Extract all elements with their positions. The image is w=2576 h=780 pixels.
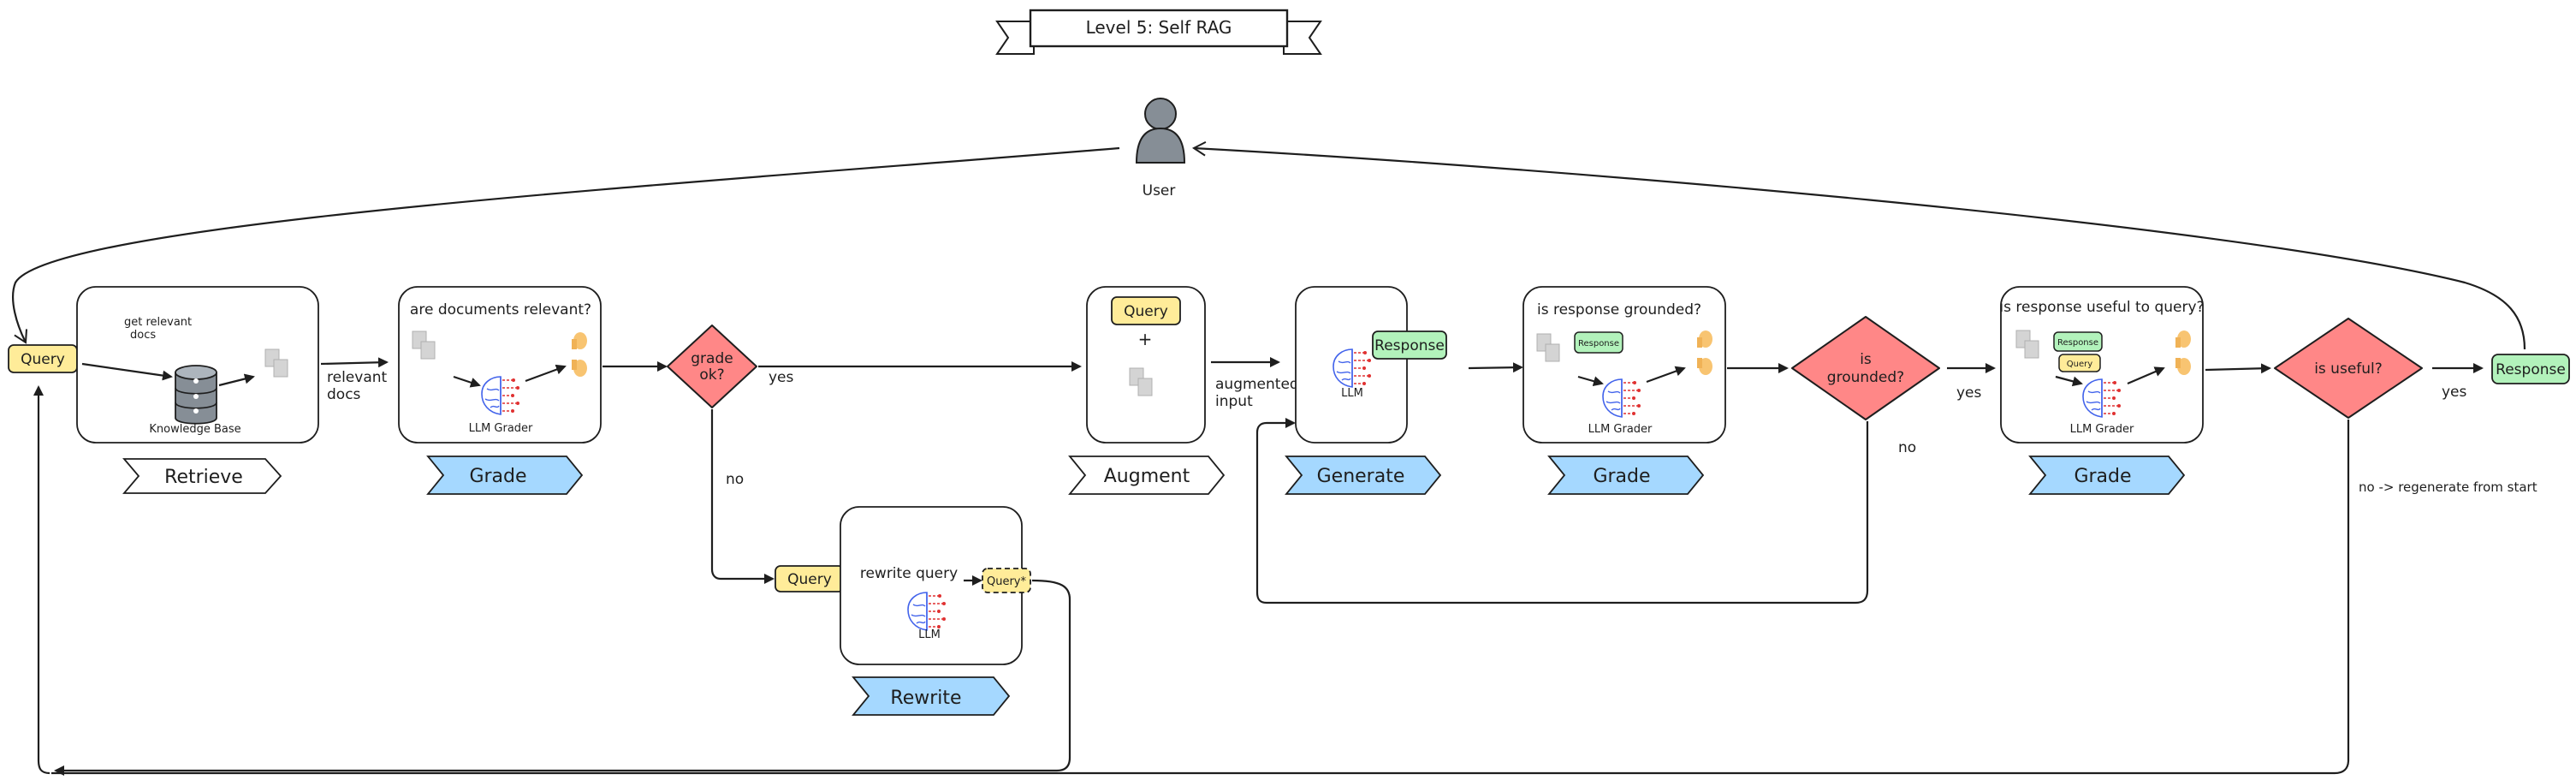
useful-query-chip-label: Query: [2067, 360, 2092, 369]
edge-query-to-kb: [81, 362, 173, 381]
generate-response-label: Response: [1374, 337, 1445, 354]
query-star-node: Query*: [982, 568, 1031, 593]
decision-grade-line2: ok?: [699, 366, 724, 384]
grade-useful-step-tag: Grade: [2028, 455, 2186, 495]
decision-grade-ok: grade ok?: [667, 325, 757, 408]
edge-docs-to-grader: [453, 375, 481, 388]
edge-retrieve-to-grade: [320, 357, 389, 368]
decision-is-useful: is useful?: [2274, 318, 2423, 419]
useful-response-chip: Response: [2053, 331, 2103, 352]
augment-query-node: Query: [1111, 296, 1181, 325]
rewrite-title: rewrite query: [860, 565, 958, 582]
grade-useful-question: is response useful to query?: [1999, 299, 2204, 316]
edge-grounded-no-loop: [1255, 418, 1869, 604]
edge-grader-to-thumbs: [525, 364, 567, 383]
grade-docs-panel: [398, 286, 602, 444]
kb-label: Knowledge Base: [149, 423, 240, 436]
edge-no-to-rewrite: [710, 409, 775, 584]
augment-plus: +: [1138, 329, 1153, 349]
generate-step-tag: Generate: [1285, 455, 1442, 495]
user-label: User: [1143, 182, 1176, 199]
edge-kb-to-docs: [218, 373, 255, 387]
database-icon: [175, 365, 217, 425]
grade-useful-step-label: Grade: [2074, 466, 2131, 487]
retrieve-panel: [76, 286, 319, 444]
decision-useful-label: is useful?: [2314, 360, 2383, 378]
edge-grade-to-useful-decision: [2205, 363, 2271, 374]
useful-query-chip: Query: [2058, 354, 2101, 372]
decision-grounded-line1: is: [1860, 351, 1872, 368]
edge-rewrite-loop: [54, 579, 1071, 776]
decision-is-grounded: is grounded?: [1791, 316, 1940, 420]
final-response-label: Response: [2496, 361, 2566, 378]
rewrite-step-label: Rewrite: [890, 688, 961, 709]
augmented-input-line2: input: [1215, 393, 1253, 410]
generate-step-label: Generate: [1317, 466, 1405, 487]
grounded-response-chip-label: Response: [1578, 339, 1619, 348]
augment-step-tag: Augment: [1068, 455, 1226, 495]
decision-grade-line1: grade: [691, 350, 733, 367]
augment-panel: [1086, 286, 1206, 444]
decision-grounded-line2: grounded?: [1827, 369, 1904, 386]
grounded-response-chip: Response: [1574, 331, 1623, 354]
augmented-input-line1: augmented: [1215, 376, 1299, 393]
grader-grounded-label: LLM Grader: [1588, 423, 1653, 436]
user-icon: [1135, 98, 1186, 164]
diagram-title: Level 5: Self RAG: [1086, 17, 1232, 38]
title-banner: Level 5: Self RAG: [995, 9, 1322, 55]
decision-useful-yes: yes: [2442, 384, 2467, 401]
edge-user-to-query: [12, 146, 1120, 344]
retrieve-step-tag: Retrieve: [122, 458, 282, 494]
decision-grounded-no: no: [1898, 439, 1916, 456]
rewrite-query-in-label: Query: [787, 571, 832, 588]
rewrite-query-in: Query: [775, 565, 845, 592]
grade-docs-step-tag: Grade: [426, 455, 584, 495]
edge-useful-no-loop: [51, 420, 2350, 775]
edge-grader-grounded-to-thumbs: [1646, 366, 1686, 384]
edge-response-to-user: [1191, 140, 2526, 350]
augment-step-label: Augment: [1104, 466, 1190, 487]
grade-grounded-step-tag: Grade: [1547, 455, 1705, 495]
grade-useful-panel: [2000, 286, 2204, 444]
grade-grounded-question: is response grounded?: [1537, 301, 1701, 319]
decision-useful-no: no -> regenerate from start: [2359, 479, 2537, 495]
retrieve-note-line2: docs: [130, 329, 156, 342]
query-star-label: Query*: [987, 575, 1027, 588]
grade-grounded-step-label: Grade: [1593, 466, 1650, 487]
useful-response-chip-label: Response: [2057, 338, 2098, 348]
retrieve-note-line1: get relevant: [124, 316, 192, 329]
decision-grade-no: no: [726, 471, 744, 488]
rewrite-step-tag: Rewrite: [852, 676, 1011, 716]
generate-response-node: Response: [1372, 330, 1447, 360]
grade-docs-step-label: Grade: [469, 466, 526, 487]
query-node-start: Query: [8, 344, 78, 373]
edge-loop-to-start-query: [33, 385, 50, 775]
grade-grounded-panel: [1522, 286, 1726, 444]
final-response-node: Response: [2491, 354, 2570, 384]
relevant-docs-line2: docs: [327, 386, 361, 403]
augment-query-label: Query: [1124, 303, 1168, 320]
generate-llm-label: LLM: [1341, 387, 1363, 400]
decision-grounded-yes: yes: [1956, 384, 1982, 402]
edge-useful-inputs-to-grader: [2055, 375, 2083, 387]
decision-grade-yes: yes: [769, 369, 794, 386]
grader-docs-label: LLM Grader: [469, 422, 533, 435]
grade-docs-question: are documents relevant?: [410, 301, 591, 319]
edge-generate-to-grade: [1468, 362, 1523, 373]
retrieve-step-label: Retrieve: [164, 467, 243, 488]
edge-grounded-inputs-to-grader: [1577, 375, 1604, 387]
relevant-docs-line1: relevant: [327, 369, 388, 386]
rewrite-llm-label: LLM: [918, 628, 941, 641]
query-start-label: Query: [21, 351, 65, 368]
grader-useful-label: LLM Grader: [2070, 423, 2134, 436]
edge-grader-useful-to-thumbs: [2127, 366, 2165, 385]
